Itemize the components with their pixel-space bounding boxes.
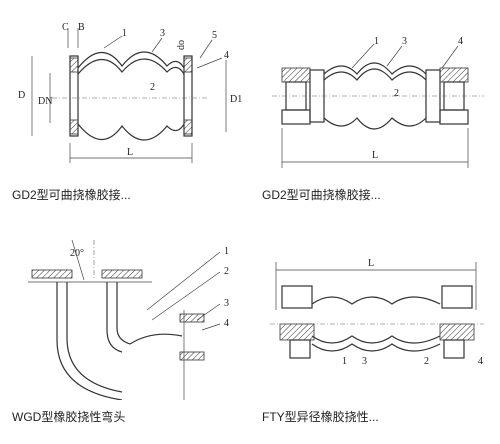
label-l: L <box>368 258 374 269</box>
product-thumbnail[interactable]: 1 3 4 2 L <box>262 18 492 178</box>
product-card-fty[interactable]: L 1 2 3 4 FTY型异径橡胶挠性... <box>262 240 492 440</box>
label-5: 5 <box>212 30 217 41</box>
gd2-joint-drawing-2: 1 3 4 2 L <box>272 36 484 168</box>
label-2: 2 <box>224 266 229 277</box>
label-2: 2 <box>424 356 429 367</box>
label-3: 3 <box>362 356 367 367</box>
fty-reducer-drawing: L 1 2 3 4 <box>270 258 484 367</box>
label-4: 4 <box>224 318 229 329</box>
label-dn: DN <box>38 96 52 107</box>
label-do: do <box>176 40 187 50</box>
label-b: B <box>78 22 85 33</box>
product-thumbnail[interactable]: C B 1 3 do 5 4 2 D DN D1 L <box>12 18 242 178</box>
product-card-gd2-1[interactable]: C B 1 3 do 5 4 2 D DN D1 L GD2型可曲挠橡胶接... <box>12 18 242 218</box>
label-d1: D1 <box>230 94 242 105</box>
label-4: 4 <box>478 356 483 367</box>
label-4: 4 <box>458 36 463 47</box>
label-3: 3 <box>160 28 165 39</box>
product-title-link[interactable]: FTY型异径橡胶挠性... <box>262 410 379 424</box>
gd2-joint-drawing-1: C B 1 3 do 5 4 2 D DN D1 L <box>18 22 242 163</box>
label-1: 1 <box>342 356 347 367</box>
label-angle: 20° <box>70 248 84 259</box>
product-title-link[interactable]: WGD型橡胶挠性弯头 <box>12 410 126 424</box>
label-l: L <box>372 150 378 161</box>
label-1: 1 <box>374 36 379 47</box>
label-d: D <box>18 90 25 101</box>
product-title-link[interactable]: GD2型可曲挠橡胶接... <box>12 188 131 202</box>
label-2: 2 <box>394 88 399 99</box>
product-thumbnail[interactable]: L 1 2 3 4 <box>262 240 492 400</box>
product-card-gd2-2[interactable]: 1 3 4 2 L GD2型可曲挠橡胶接... <box>262 18 492 218</box>
product-thumbnail[interactable]: 20° 1 2 3 4 <box>12 240 242 400</box>
label-l: L <box>127 147 133 158</box>
label-c: C <box>62 22 69 33</box>
label-4: 4 <box>224 50 229 61</box>
label-3: 3 <box>402 36 407 47</box>
label-2: 2 <box>150 82 155 93</box>
product-title-link[interactable]: GD2型可曲挠橡胶接... <box>262 188 381 202</box>
wgd-elbow-drawing: 20° 1 2 3 4 <box>28 240 229 400</box>
product-card-wgd[interactable]: 20° 1 2 3 4 WGD型橡胶挠性弯头 <box>12 240 242 440</box>
label-3: 3 <box>224 298 229 309</box>
label-1: 1 <box>224 246 229 257</box>
label-1: 1 <box>122 28 127 39</box>
